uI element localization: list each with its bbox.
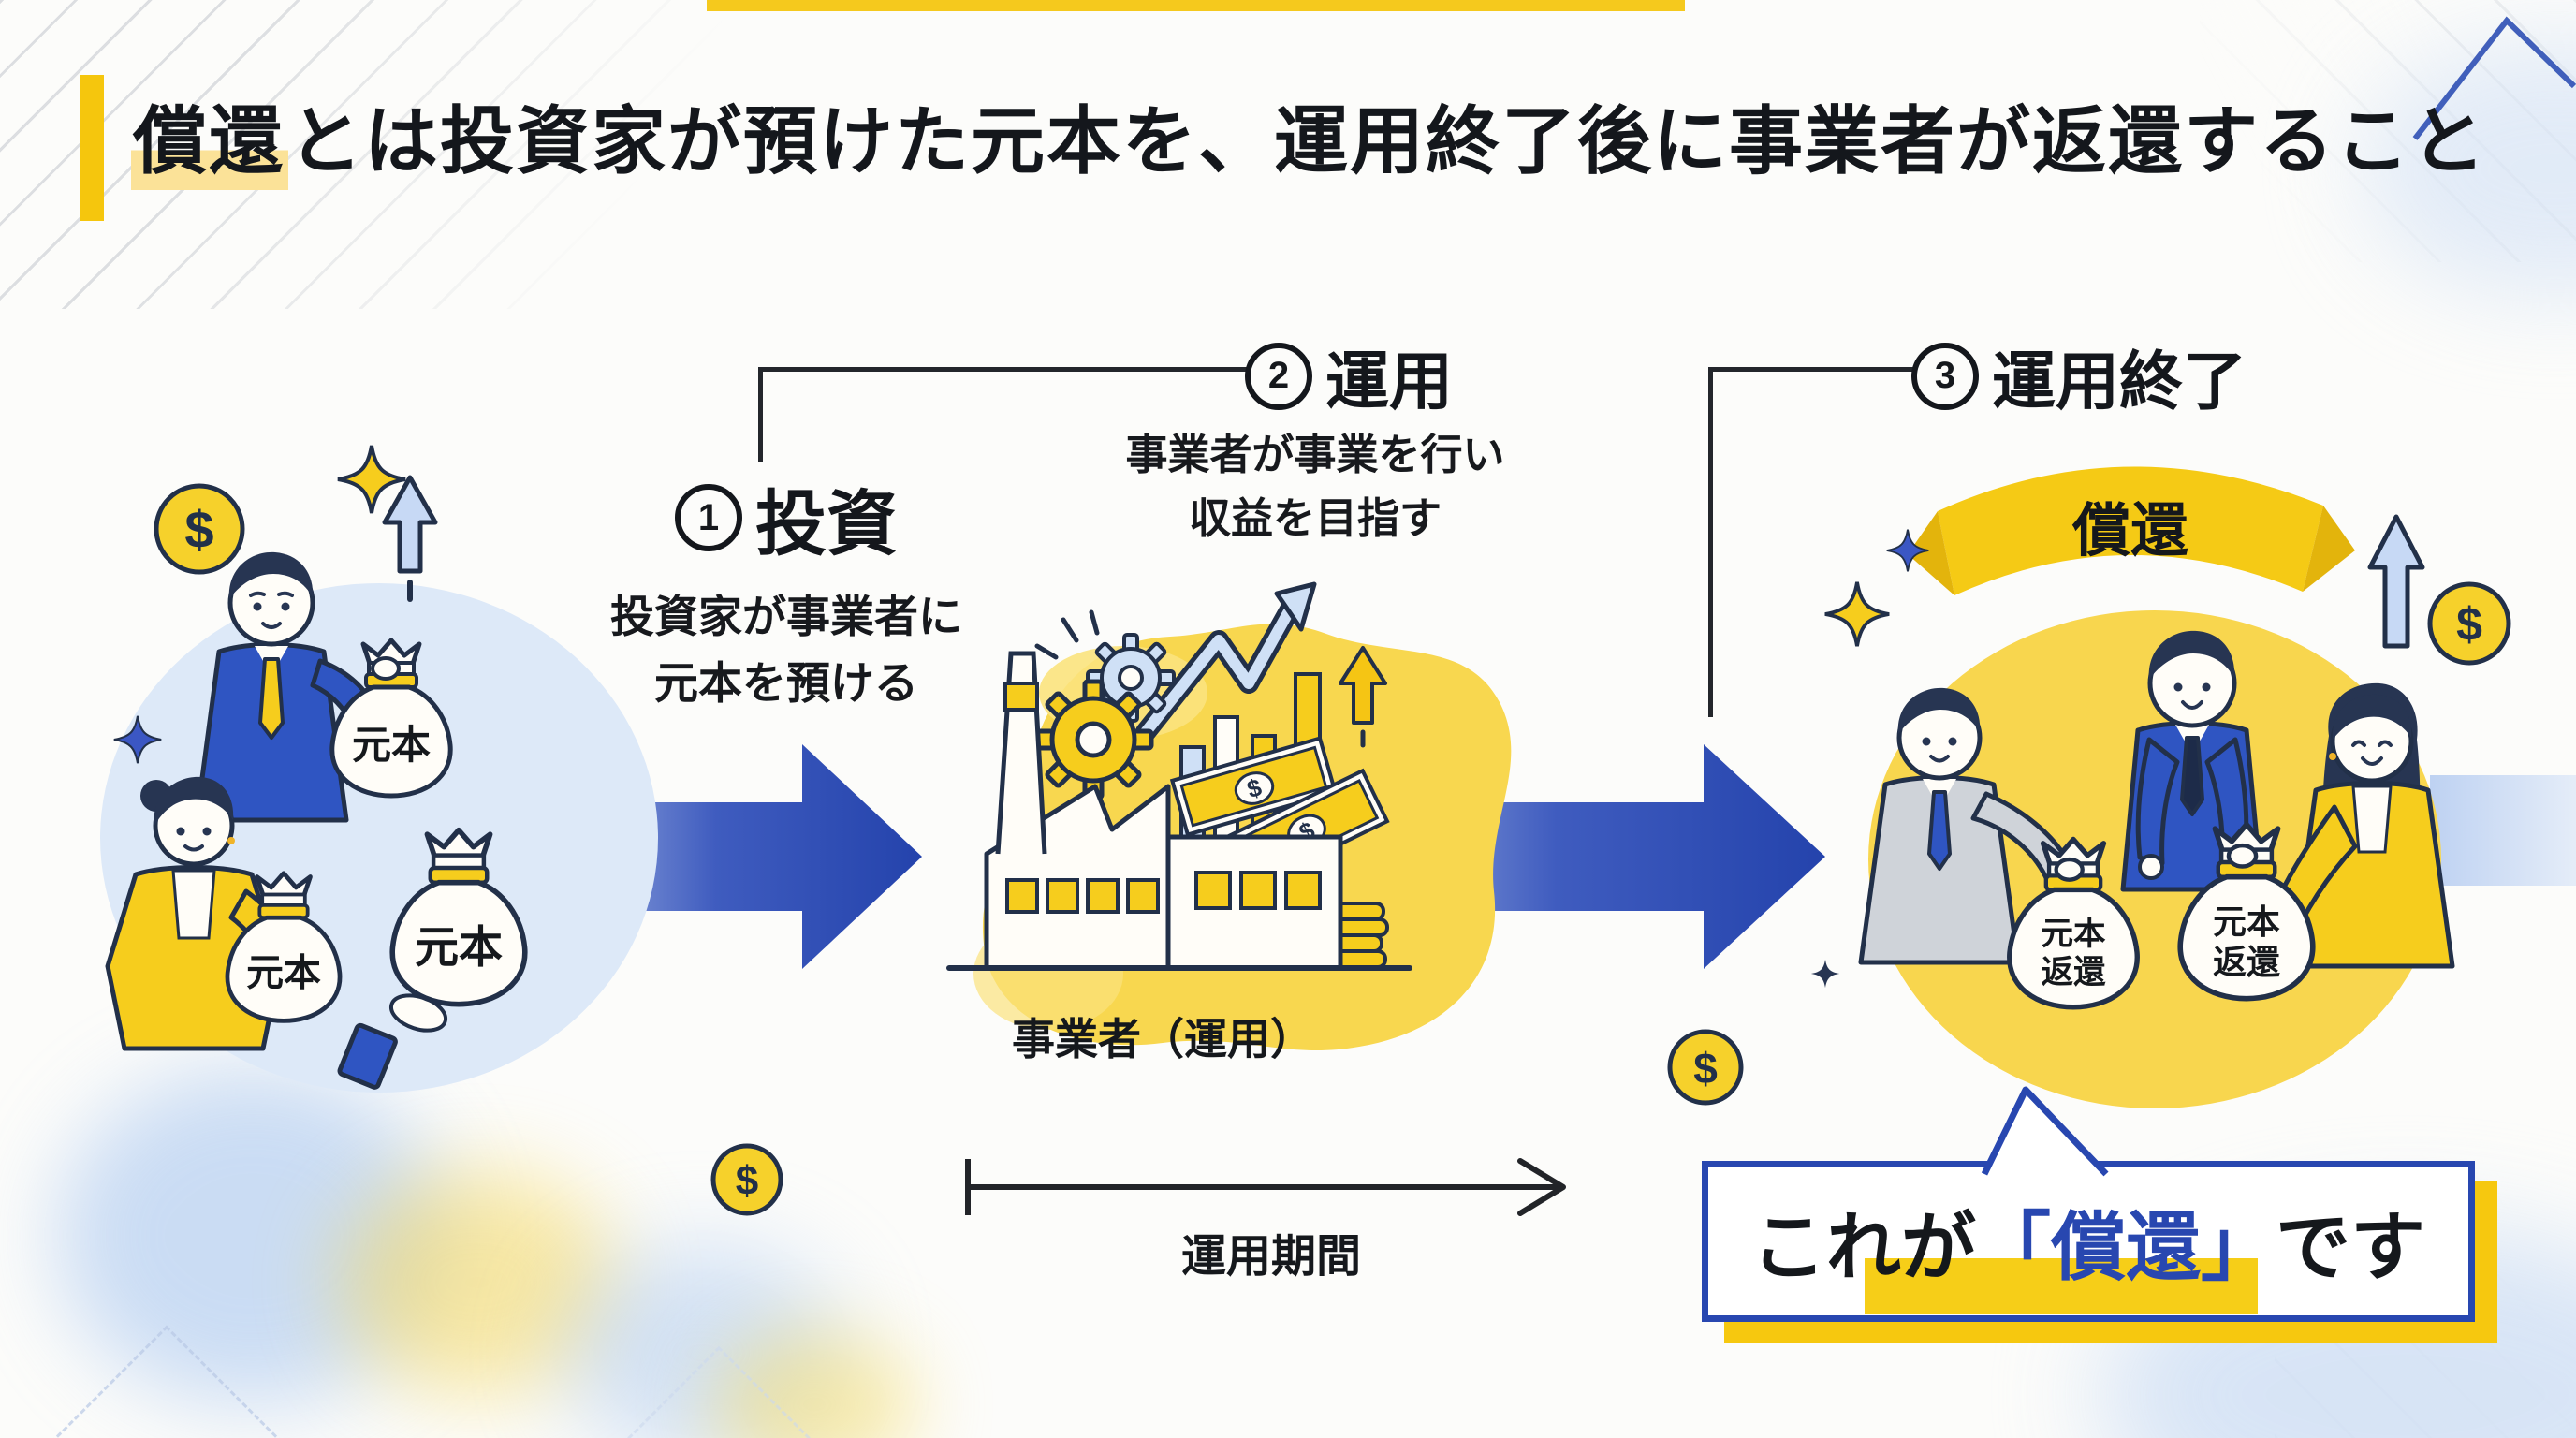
dollar-coin-icon: $: [2427, 581, 2511, 666]
callout-keyword: 「償還」: [1976, 1206, 2276, 1289]
svg-text:元本: 元本: [246, 952, 321, 993]
svg-text:元本: 元本: [415, 922, 503, 972]
spark-lines: [1034, 609, 1100, 660]
step1-desc-line1: 投資家が事業者に: [610, 592, 962, 641]
dashed-diamond-decor: [50, 1325, 284, 1438]
connector-step3-horizontal: [1708, 367, 1914, 372]
growth-up-arrow-icon: [2367, 514, 2425, 649]
connector-step3-vertical: [1708, 367, 1713, 717]
step2-description: 事業者が事業を行い 収益を目指す: [1086, 423, 1544, 550]
step1-number-icon: 1: [675, 484, 742, 551]
chimney-band: [1003, 682, 1039, 712]
money-bag: 元本: [329, 638, 453, 799]
investors-illustration: $: [100, 445, 658, 1093]
svg-text:$: $: [184, 500, 213, 559]
callout-suffix: です: [2276, 1206, 2425, 1289]
dollar-coin-icon: $: [1667, 1029, 1744, 1106]
gear-icon: [1032, 679, 1154, 800]
operation-period-timeline: 運用期間: [965, 1158, 1566, 1282]
step3-number-icon: 3: [1911, 342, 1979, 410]
sparkle-icon: [1886, 529, 1929, 572]
investor-man: [194, 551, 381, 823]
step1-title: 1 投資: [524, 466, 1048, 569]
yellow-up-arrow-icon: [1339, 646, 1387, 748]
sparkle-icon: [1824, 581, 1890, 647]
dollar-coin-icon: $: [154, 483, 245, 575]
redemption-ribbon: 償還: [1908, 466, 2355, 595]
callout-prefix: これが: [1751, 1206, 1976, 1289]
svg-text:$: $: [2456, 598, 2482, 651]
redemption-illustration: 償還 $: [1810, 466, 2511, 1108]
top-yellow-strip: [707, 0, 1685, 11]
callout-text: これが「償還」です: [1702, 1161, 2475, 1322]
blue-blur-blob: [56, 1067, 449, 1404]
sparkle-icon: [337, 445, 406, 514]
money-bag: 元本: [225, 871, 343, 1023]
business-man-gray: [1858, 687, 2077, 965]
money-bill-icon: $: [1169, 736, 1339, 837]
callout-tail: [1981, 1086, 2109, 1177]
step2-label: 運用: [1325, 346, 1454, 418]
step1-label: 投資: [755, 485, 898, 565]
step1-description: 投資家が事業者に 元本を預ける: [524, 584, 1048, 716]
investor-woman-right: [2251, 682, 2455, 969]
svg-text:返還: 返還: [2041, 955, 2106, 990]
growth-up-arrow-icon: [382, 475, 438, 602]
money-bag: 元本: [389, 827, 528, 1007]
step2-desc-line1: 事業者が事業を行い: [1125, 431, 1505, 478]
sparkle-icon: [1810, 959, 1840, 989]
step2-desc-line2: 収益を目指す: [1188, 493, 1442, 542]
svg-text:返還: 返還: [2213, 944, 2280, 981]
pale-blue-band: [2430, 775, 2576, 886]
svg-text:$: $: [1693, 1044, 1718, 1093]
step3-label: 運用終了: [1992, 346, 2247, 418]
gripping-hand: [371, 656, 401, 681]
yellow-blur-blob: [337, 1170, 618, 1395]
timeline-label: 運用期間: [1181, 1232, 1361, 1282]
title-highlight-word: 償還: [131, 99, 288, 190]
step2-title: 2 運用: [1245, 330, 1453, 422]
connector-step2-vertical: [758, 367, 763, 462]
page-title: 償還とは投資家が預けた元本を、運用終了後に事業者が返還すること: [131, 81, 2487, 190]
growth-line-arrow-icon: [1135, 581, 1317, 742]
connector-step2-horizontal: [758, 367, 1249, 372]
money-bag-return: 元本 返還: [2177, 821, 2316, 1002]
dollar-coin-icon: $: [710, 1143, 783, 1216]
factory-windows: [1005, 871, 1322, 914]
title-rest: とは投資家が預けた元本を、運用終了後に事業者が返還すること: [288, 99, 2487, 183]
step3-title: 3 運用終了: [1911, 330, 2247, 422]
step1-block: 1 投資 投資家が事業者に 元本を預ける: [524, 466, 1048, 716]
svg-text:元本: 元本: [2041, 917, 2106, 952]
dashed-diamond-decor: [615, 1345, 823, 1438]
svg-text:$: $: [736, 1158, 758, 1204]
sparkle-icon: [113, 715, 162, 764]
title-accent-bar: [80, 75, 104, 221]
step1-desc-line2: 元本を預ける: [654, 657, 918, 708]
step2-number-icon: 2: [1245, 342, 1312, 410]
blue-corner-lines: [2412, 16, 2576, 140]
business-caption: 事業者（運用）: [1012, 1015, 1313, 1064]
svg-text:元本: 元本: [2213, 903, 2280, 941]
ribbon-label: 償還: [2071, 499, 2188, 564]
gear-icon: [1086, 633, 1176, 723]
money-bag-return: 元本 返還: [2007, 836, 2140, 1010]
svg-text:元本: 元本: [352, 723, 431, 767]
business-illustration: $ $ 事業者（運用）: [946, 581, 1512, 1064]
